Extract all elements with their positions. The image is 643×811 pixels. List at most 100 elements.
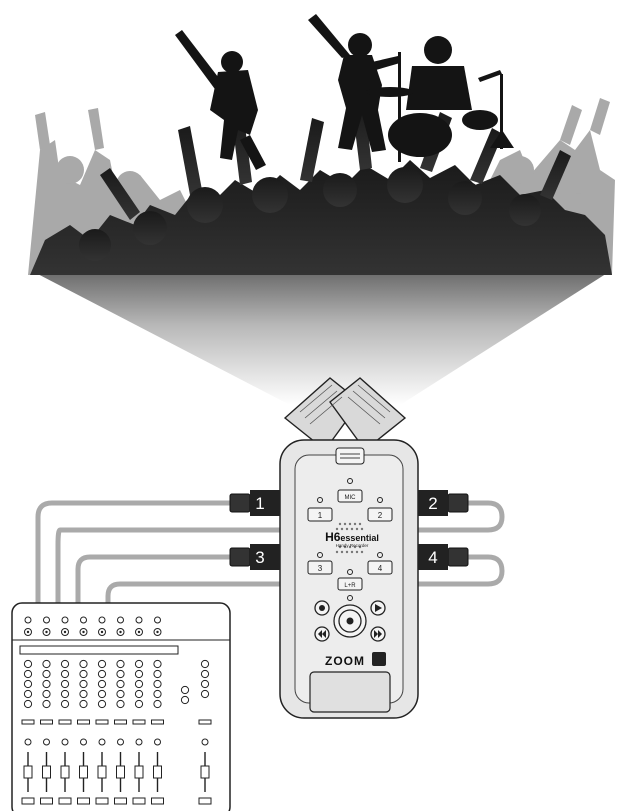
fader-knob[interactable] — [154, 766, 162, 778]
select-button[interactable] — [115, 798, 127, 804]
channel-led — [25, 739, 31, 745]
channel-knob[interactable] — [24, 670, 31, 677]
channel-knob[interactable] — [154, 680, 161, 687]
channel-knob[interactable] — [80, 690, 87, 697]
master-knob[interactable] — [201, 680, 208, 687]
select-button[interactable] — [78, 798, 90, 804]
input-1-button[interactable]: 1 — [308, 508, 332, 521]
channel-knob[interactable] — [43, 700, 50, 707]
input-4-button[interactable]: 4 — [368, 561, 392, 574]
sound-beam — [30, 260, 612, 405]
channel-knob[interactable] — [24, 690, 31, 697]
mute-button[interactable] — [133, 720, 145, 724]
channel-knob[interactable] — [117, 670, 124, 677]
input-jack-center — [27, 631, 29, 633]
master-knob[interactable] — [201, 670, 208, 677]
channel-knob[interactable] — [154, 700, 161, 707]
channel-knob[interactable] — [43, 660, 50, 667]
channel-knob[interactable] — [98, 700, 105, 707]
input-jack-center — [101, 631, 103, 633]
fader-knob[interactable] — [98, 766, 106, 778]
channel-knob[interactable] — [24, 660, 31, 667]
concert-scene — [28, 14, 615, 405]
channel-knob[interactable] — [43, 690, 50, 697]
tagline: Handy Recorder — [336, 543, 369, 548]
master-select-button[interactable] — [199, 798, 211, 804]
channel-knob[interactable] — [80, 680, 87, 687]
channel-knob[interactable] — [24, 700, 31, 707]
channel-knob[interactable] — [135, 670, 142, 677]
channel-knob[interactable] — [98, 690, 105, 697]
fader-knob[interactable] — [61, 766, 69, 778]
channel-led — [99, 739, 105, 745]
select-button[interactable] — [59, 798, 71, 804]
master-knob[interactable] — [181, 696, 188, 703]
master-knob[interactable] — [201, 660, 208, 667]
fader-knob[interactable] — [135, 766, 143, 778]
h6essential-recorder: 1 2 3 4 MIC 1 2 — [230, 378, 468, 718]
mute-button[interactable] — [152, 720, 164, 724]
input-3-button[interactable]: 3 — [308, 561, 332, 574]
input-3-button-label: 3 — [318, 564, 323, 573]
select-button[interactable] — [96, 798, 108, 804]
mute-button[interactable] — [78, 720, 90, 724]
channel-knob[interactable] — [98, 680, 105, 687]
channel-knob[interactable] — [135, 700, 142, 707]
channel-knob[interactable] — [43, 680, 50, 687]
select-button[interactable] — [152, 798, 164, 804]
channel-knob[interactable] — [117, 680, 124, 687]
select-button[interactable] — [133, 798, 145, 804]
channel-knob[interactable] — [61, 660, 68, 667]
master-fader-knob[interactable] — [201, 766, 209, 778]
input-jack-center — [64, 631, 66, 633]
input-2-button[interactable]: 2 — [368, 508, 392, 521]
fader-knob[interactable] — [43, 766, 51, 778]
recorder-screen — [310, 672, 390, 712]
channel-knob[interactable] — [98, 670, 105, 677]
channel-knob[interactable] — [135, 680, 142, 687]
fader-knob[interactable] — [24, 766, 32, 778]
master-knob[interactable] — [181, 686, 188, 693]
input-jack-center — [45, 631, 47, 633]
channel-knob[interactable] — [98, 660, 105, 667]
channel-knob[interactable] — [24, 680, 31, 687]
channel-knob[interactable] — [135, 690, 142, 697]
channel-knob[interactable] — [80, 700, 87, 707]
model-name: H6essential — [325, 530, 379, 544]
brand-logo: ZOOM — [325, 654, 365, 668]
master-knob[interactable] — [201, 690, 208, 697]
channel-knob[interactable] — [154, 660, 161, 667]
mute-button[interactable] — [96, 720, 108, 724]
channel-knob[interactable] — [154, 670, 161, 677]
channel-knob[interactable] — [43, 670, 50, 677]
mic-button[interactable]: MIC — [338, 490, 362, 502]
channel-knob[interactable] — [135, 660, 142, 667]
channel-knob[interactable] — [80, 670, 87, 677]
input-4-button-label: 4 — [378, 564, 383, 573]
stereo-link-button[interactable]: L+R — [338, 578, 362, 590]
master-button[interactable] — [199, 720, 211, 724]
stereo-link-button-label: L+R — [344, 583, 356, 589]
select-button[interactable] — [22, 798, 34, 804]
fader-knob[interactable] — [117, 766, 125, 778]
mute-button[interactable] — [22, 720, 34, 724]
channel-knob[interactable] — [117, 700, 124, 707]
master-led — [202, 739, 208, 745]
mute-button[interactable] — [115, 720, 127, 724]
channel-knob[interactable] — [80, 660, 87, 667]
mute-button[interactable] — [41, 720, 53, 724]
channel-knob[interactable] — [61, 670, 68, 677]
mic-button-label: MIC — [345, 495, 357, 501]
channel-knob[interactable] — [61, 680, 68, 687]
channel-knob[interactable] — [117, 690, 124, 697]
select-button[interactable] — [41, 798, 53, 804]
channel-knob[interactable] — [61, 700, 68, 707]
channel-knob[interactable] — [61, 690, 68, 697]
mute-button[interactable] — [59, 720, 71, 724]
channel-knob[interactable] — [117, 660, 124, 667]
input-jack-center — [138, 631, 140, 633]
input-jack-center — [82, 631, 84, 633]
channel-knob[interactable] — [154, 690, 161, 697]
channel-1-label: 1 — [255, 494, 264, 513]
fader-knob[interactable] — [80, 766, 88, 778]
